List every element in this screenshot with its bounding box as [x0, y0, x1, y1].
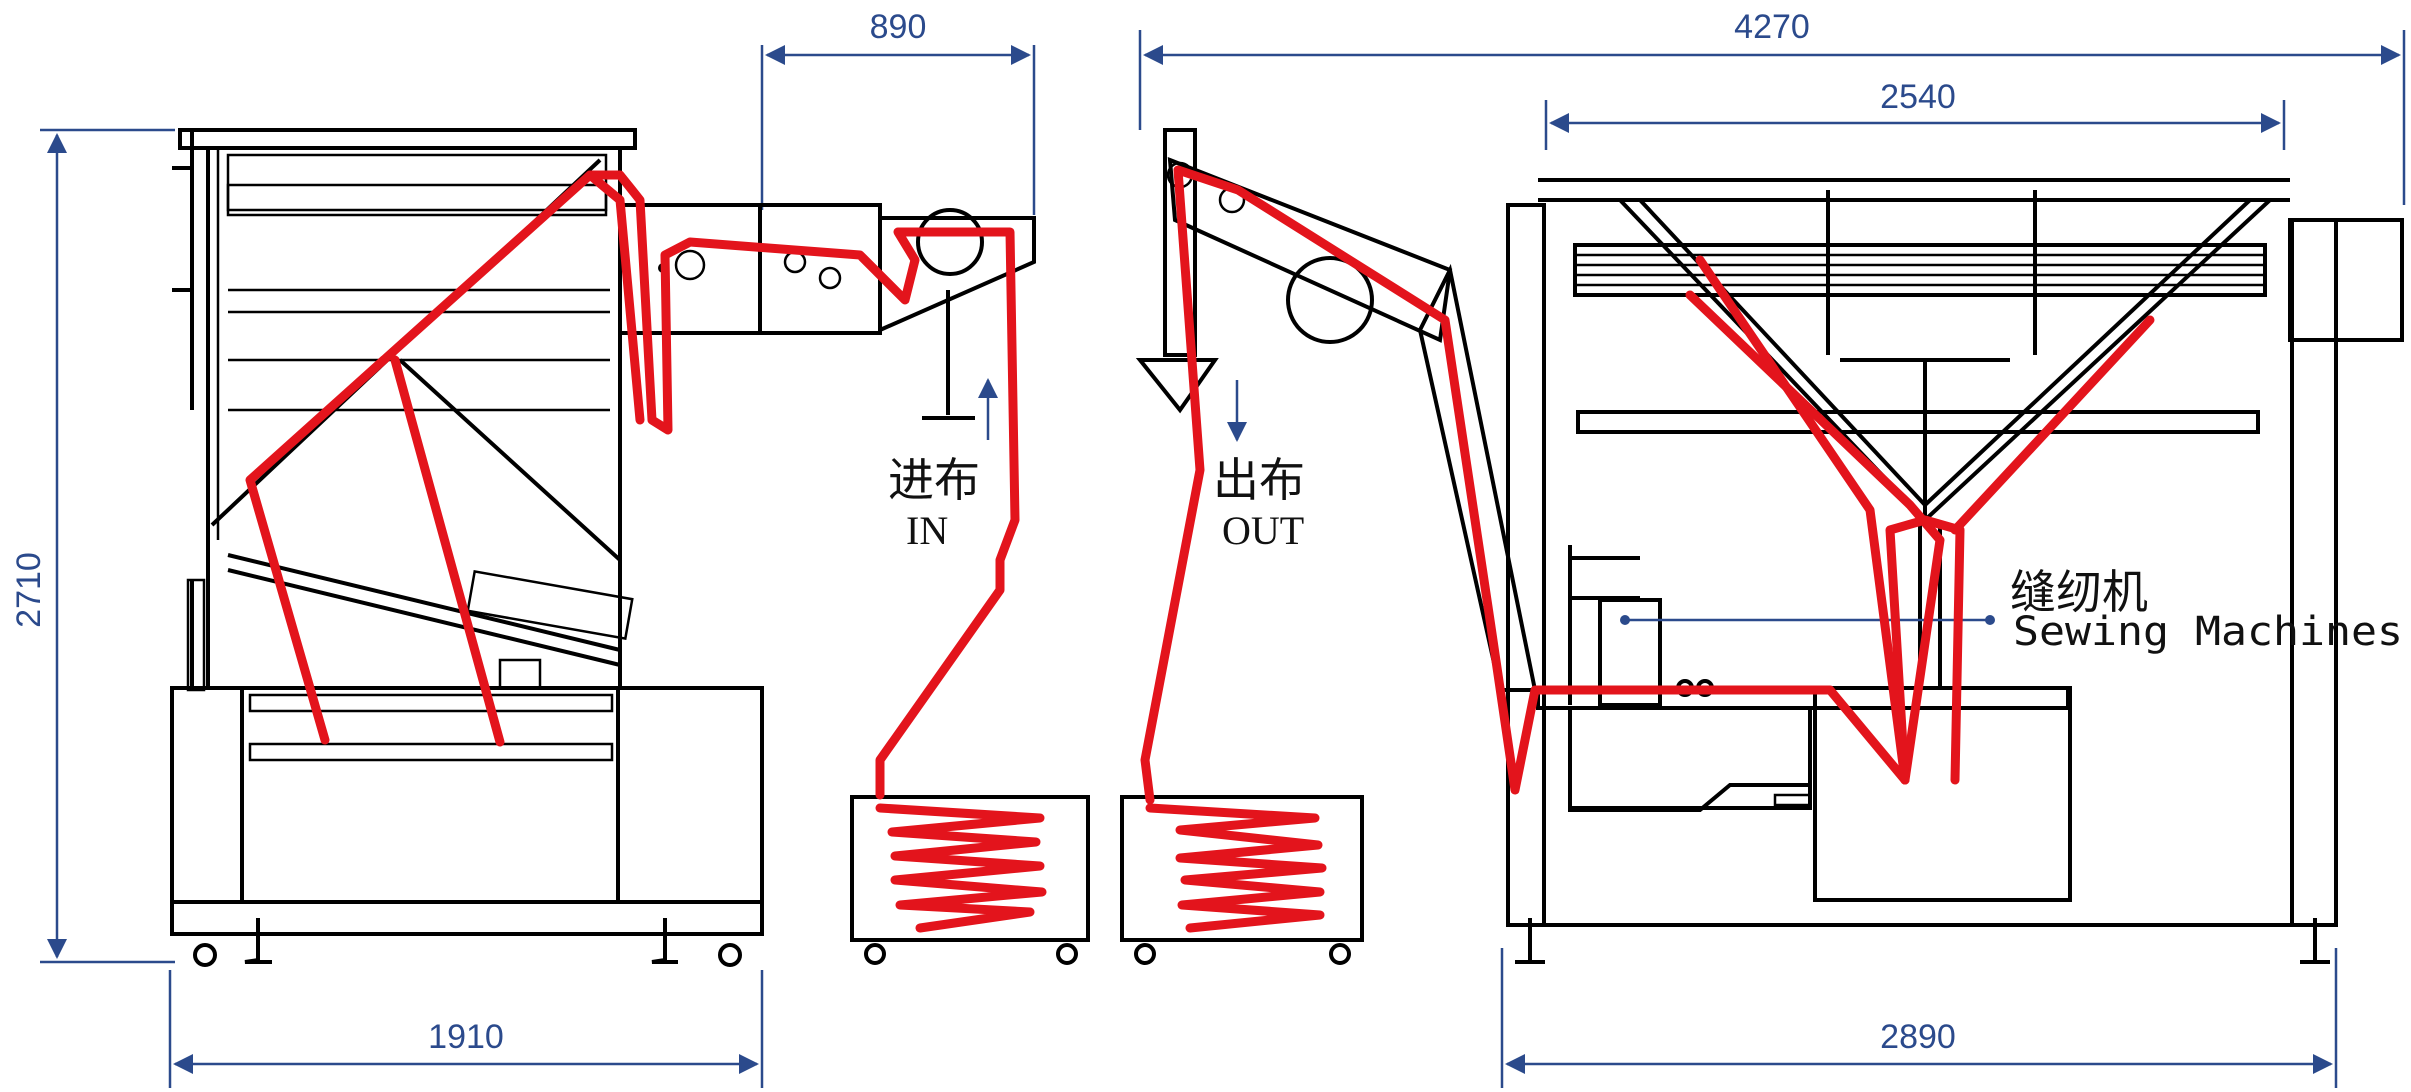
- fabric-bin-in: [850, 795, 1090, 965]
- fabric-bin-out: [1120, 795, 1364, 965]
- fabric-path: [245, 165, 2155, 933]
- label-in-en: IN: [906, 508, 948, 553]
- dimension-right-width: 2890: [1880, 1018, 1956, 1056]
- dimension-lines: [40, 30, 2406, 1088]
- label-sewing-en: Sewing Machines: [2013, 609, 2403, 655]
- dimension-left-height: 2710: [10, 552, 48, 628]
- label-out-cn: 出布: [1213, 453, 1305, 507]
- sewing-machine-frame: [1506, 178, 2404, 964]
- label-out-en: OUT: [1222, 508, 1304, 553]
- label-in-cn: 进布: [888, 453, 980, 507]
- input-machine-frame: [170, 128, 1036, 967]
- label-sewing-cn: 缝纫机: [2010, 565, 2148, 619]
- dimension-left-width: 1910: [428, 1018, 504, 1056]
- dimension-table-width: 2540: [1880, 78, 1956, 116]
- dimension-total-width: 4270: [1734, 8, 1810, 46]
- dimension-feeder-width: 890: [870, 8, 927, 46]
